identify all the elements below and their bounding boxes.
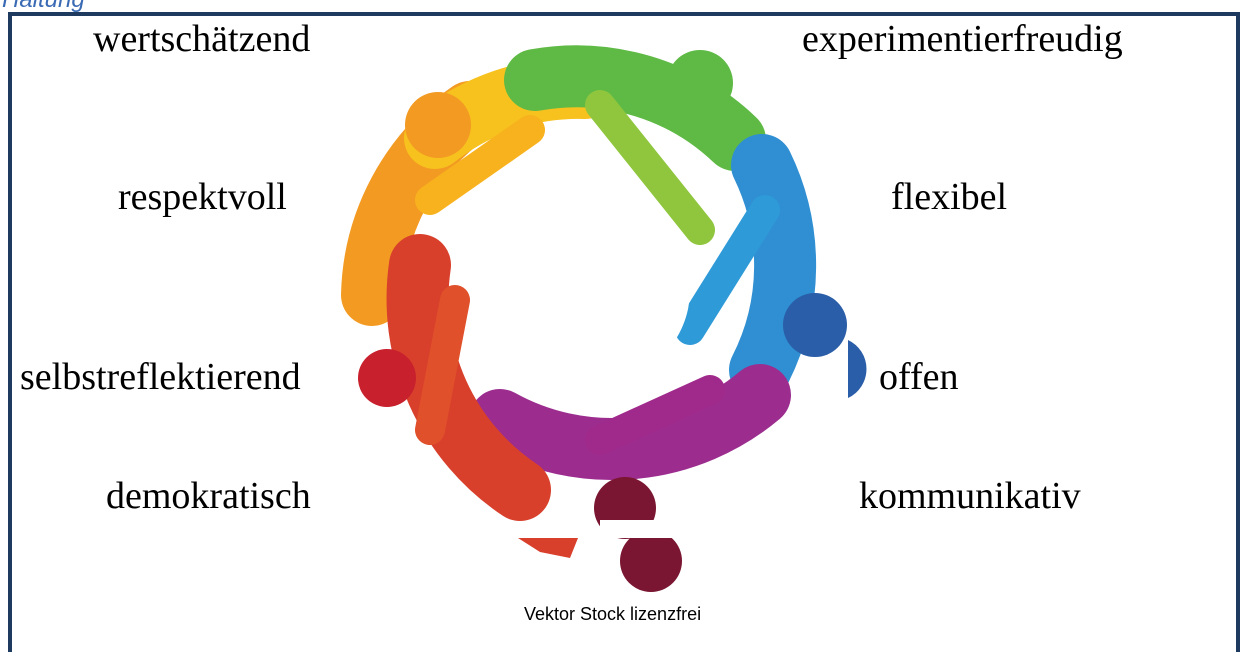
slide-heading: Haltung	[2, 0, 85, 14]
green-arm	[585, 90, 715, 245]
orange-arm	[415, 115, 545, 215]
image-caption: Vektor Stock lizenzfrei	[524, 604, 702, 624]
blue-head	[783, 293, 847, 357]
dark-blue-head-fragment	[848, 340, 867, 398]
slide-frame	[8, 12, 1240, 652]
fragment-mask	[600, 520, 720, 538]
purple-arm	[585, 375, 725, 455]
orange-head	[405, 92, 471, 158]
word-respektvoll: respektvoll	[118, 176, 287, 218]
blue-arc-segment	[729, 134, 817, 401]
green-head	[667, 50, 733, 116]
word-offen: offen	[879, 356, 959, 398]
red-arm	[415, 285, 470, 445]
blue-arm	[675, 195, 780, 345]
inner-circle	[506, 198, 690, 382]
purple-arc-segment	[469, 364, 791, 481]
word-kommunikativ: kommunikativ	[859, 475, 1081, 517]
word-wertschaetzend: wertschätzend	[93, 18, 311, 60]
word-demokratisch: demokratisch	[106, 475, 311, 517]
word-flexibel: flexibel	[891, 176, 1008, 218]
word-selbstreflektierend: selbstreflektierend	[20, 356, 301, 398]
word-experimentierfreudig: experimentierfreudig	[802, 18, 1123, 60]
green-arc-segment	[504, 45, 766, 171]
red-head	[358, 349, 416, 407]
red-arm-fragment	[518, 538, 578, 558]
maroon-head-fragment	[620, 530, 682, 592]
